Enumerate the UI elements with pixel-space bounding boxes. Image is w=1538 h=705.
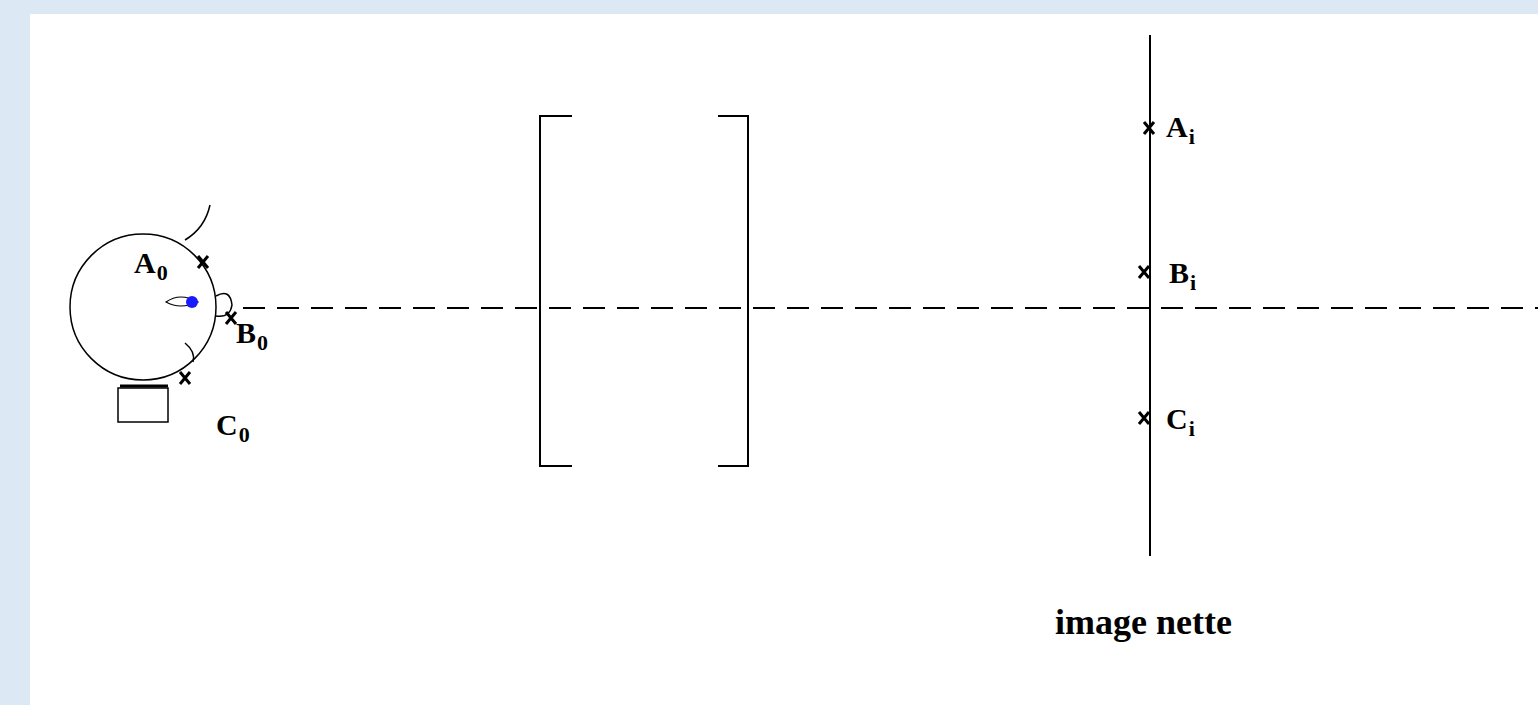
pupil [186, 296, 198, 308]
object-point-label: A0 [134, 248, 168, 284]
image-plane-label: image nette [1055, 604, 1232, 640]
optical-axis [243, 307, 1538, 309]
image-point-label: Ci [1166, 404, 1195, 440]
lens-bracket-left [540, 116, 572, 466]
nose [216, 293, 232, 316]
neck-top [120, 385, 168, 388]
neck [118, 388, 168, 422]
object-point-label: B0 [236, 318, 268, 354]
head-outline [70, 234, 216, 380]
image-plane [1149, 35, 1151, 556]
hair-line [185, 205, 210, 240]
chin-line [185, 343, 194, 362]
image-marks [1139, 122, 1154, 424]
object-point-label: C0 [216, 410, 250, 446]
image-point-label: Bi [1169, 258, 1196, 294]
object-marks [180, 256, 236, 384]
lens-bracket-right [718, 116, 748, 466]
white-ground [30, 14, 1538, 705]
image-point-label: Ai [1166, 112, 1195, 148]
